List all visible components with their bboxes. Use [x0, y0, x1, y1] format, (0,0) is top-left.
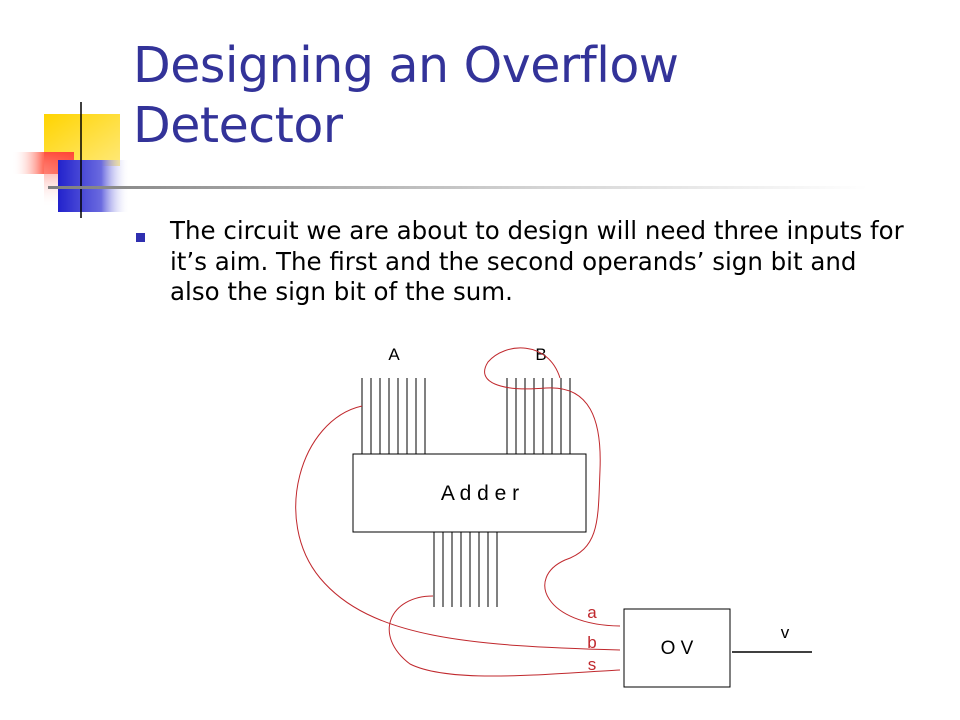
- adder-label: A d d e r: [441, 482, 519, 505]
- wire-a: [484, 347, 621, 627]
- pin-s-label: s: [588, 655, 597, 674]
- pin-a-label: a: [587, 603, 597, 622]
- sum-output-bus: [433, 532, 498, 607]
- input-a-bus: [361, 378, 426, 454]
- wire-s: [388, 595, 621, 677]
- page-title: Designing an Overflow Detector: [133, 36, 913, 156]
- input-b-label: B: [535, 345, 546, 364]
- output-v-label: v: [781, 623, 790, 642]
- title-underline: [48, 186, 868, 189]
- ov-block: [623, 608, 731, 688]
- title-line-1: Designing an Overflow: [133, 37, 679, 94]
- bullet-text: The circuit we are about to design will …: [170, 216, 904, 306]
- wire-b: [295, 405, 621, 651]
- ov-label: O V: [661, 638, 694, 659]
- adder-block: [352, 453, 587, 533]
- input-b-bus: [506, 378, 571, 454]
- title-line-2: Detector: [133, 97, 343, 154]
- pin-b-label: b: [587, 633, 596, 652]
- input-a-label: A: [388, 345, 400, 364]
- sign-bit-wires: [295, 347, 621, 677]
- bullet-square-icon: [136, 233, 145, 242]
